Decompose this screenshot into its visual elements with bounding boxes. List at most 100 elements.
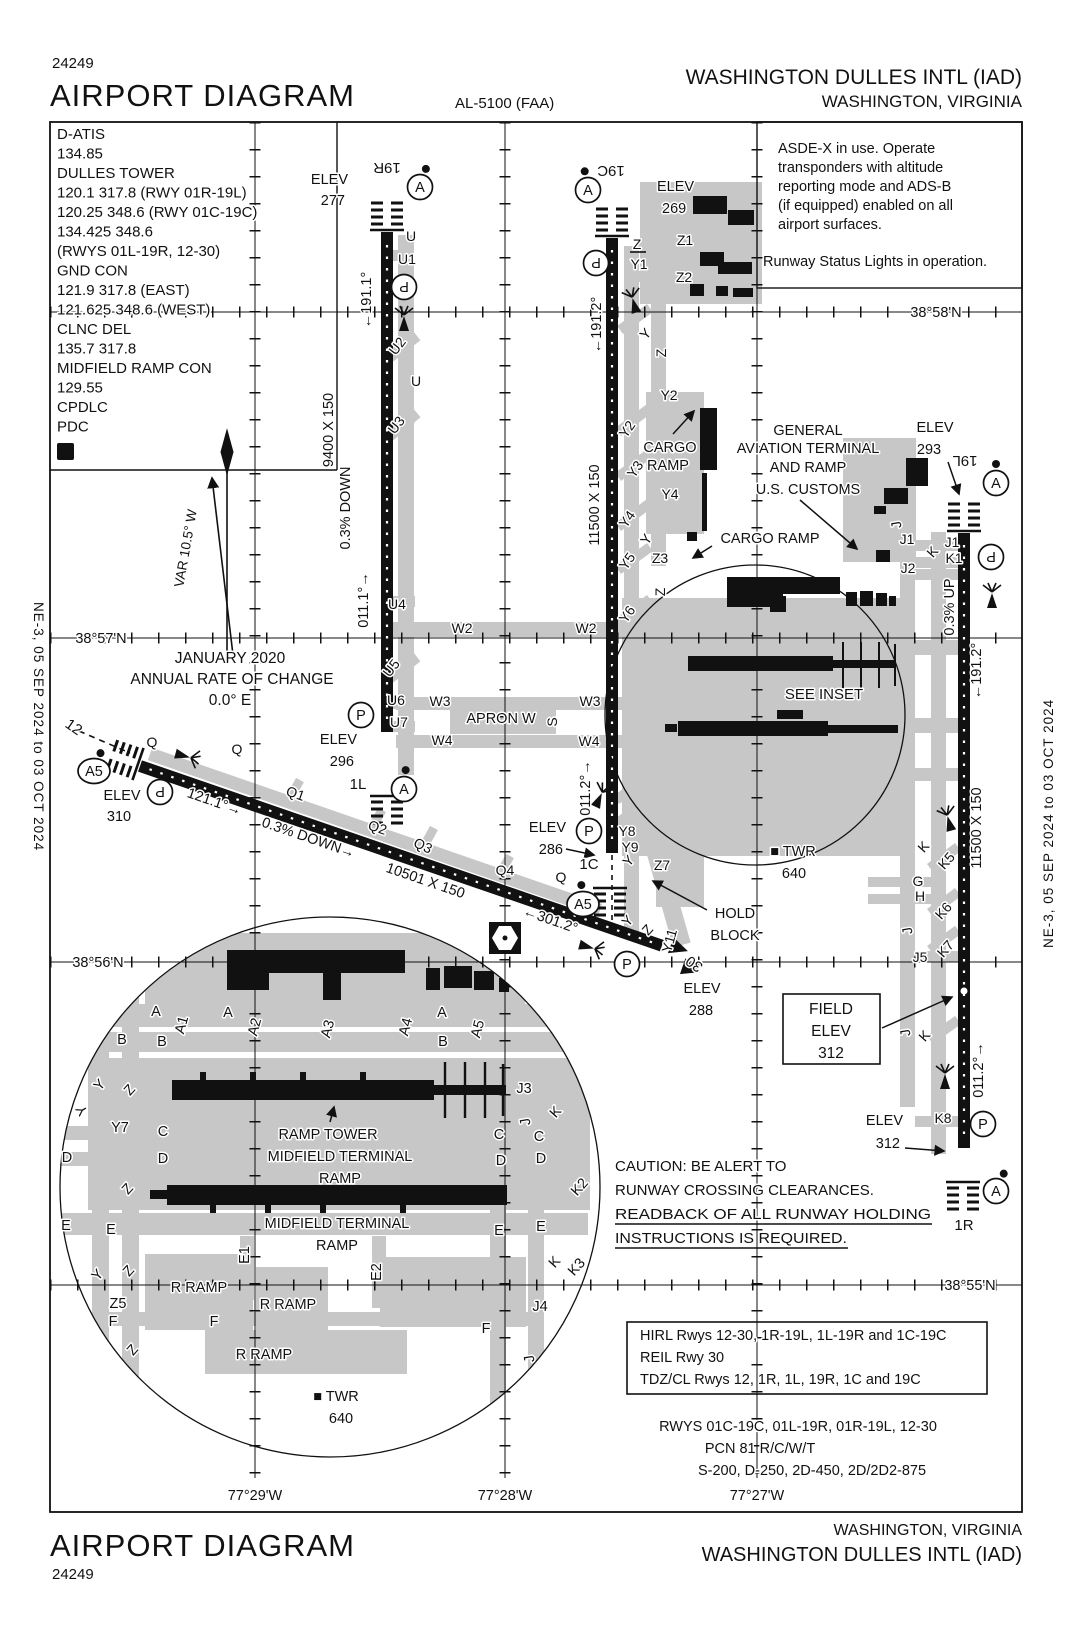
map-label: ←191.1° xyxy=(359,272,375,329)
map-label: CARGO xyxy=(643,440,696,456)
svg-text:P: P xyxy=(155,783,165,799)
runway-01l-19r xyxy=(368,201,406,825)
map-label: TDZ/CL Rwys 12, 1R, 1L, 19R, 1C and 19C xyxy=(640,1372,921,1388)
map-label: GND CON xyxy=(57,263,128,280)
map-label: D xyxy=(61,445,71,460)
map-label: 0.3% UP xyxy=(942,578,958,635)
circled-symbol-P: P xyxy=(582,249,610,277)
map-label: transponders with altitude xyxy=(778,160,943,176)
map-label: U.S. CUSTOMS xyxy=(756,482,860,498)
inset-buildings xyxy=(150,950,509,1213)
left-margin-edition-date: NE-3, 05 SEP 2024 to 03 OCT 2024 xyxy=(31,602,46,852)
map-label: ELEV xyxy=(311,172,348,188)
map-label: 269 xyxy=(662,201,686,217)
circled-symbol-P: P xyxy=(146,778,174,806)
chart-frame xyxy=(49,121,1023,1513)
map-label: Q xyxy=(556,869,567,885)
map-label: E xyxy=(61,1218,71,1234)
circled-symbol-A: A xyxy=(982,1169,1010,1205)
map-label: APRON W xyxy=(466,711,536,727)
svg-text:P: P xyxy=(978,1117,988,1133)
map-label: MIDFIELD TERMINAL xyxy=(268,1149,413,1165)
map-label: G xyxy=(913,873,924,889)
map-label: W4 xyxy=(579,733,600,749)
map-label: S xyxy=(544,717,560,726)
map-label: VAR 10.5° W xyxy=(171,508,199,588)
map-label: 120.25 348.6 (RWY 01C-19C) xyxy=(57,204,257,221)
map-label: PCN 81 R/C/W/T xyxy=(705,1441,816,1457)
map-label: W3 xyxy=(430,693,451,709)
map-label: 134.425 348.6 xyxy=(57,224,153,241)
map-label: U4 xyxy=(388,596,406,612)
map-label: 135.7 317.8 xyxy=(57,341,136,358)
map-label: HIRL Rwys 12-30, 1R-19L, 1L-19R and 1C-1… xyxy=(640,1328,947,1344)
map-label: 1R xyxy=(954,1217,973,1234)
map-label: C xyxy=(158,1124,168,1140)
runway-01c-19c xyxy=(591,207,631,926)
graticule xyxy=(50,122,1022,1478)
map-label: F xyxy=(109,1314,118,1330)
map-label: C xyxy=(494,1127,504,1143)
map-label: RAMP xyxy=(316,1238,358,1254)
svg-text:A: A xyxy=(415,180,425,196)
map-label: Z2 xyxy=(676,269,693,285)
north-arrows xyxy=(207,428,234,656)
map-label: 011.2°→ xyxy=(578,760,594,816)
circled-symbol-P: P xyxy=(390,273,418,301)
map-label: airport surfaces. xyxy=(778,217,882,233)
svg-text:P: P xyxy=(356,708,366,724)
map-label: A1 xyxy=(172,1014,192,1035)
map-label: 19L xyxy=(952,452,977,469)
map-label: D xyxy=(496,1153,506,1169)
map-label: D xyxy=(62,1150,72,1166)
map-label: K1 xyxy=(945,550,962,566)
map-label: 77°29'W xyxy=(228,1488,283,1504)
circled-symbol-P: P xyxy=(575,817,603,845)
map-label: W4 xyxy=(432,732,453,748)
datis-icon xyxy=(57,443,74,460)
header-procedure-id: AL-5100 (FAA) xyxy=(455,95,555,112)
header-airport-name: WASHINGTON DULLES INTL (IAD) xyxy=(685,66,1022,89)
svg-text:P: P xyxy=(399,278,409,294)
circled-symbol-A: A xyxy=(390,766,418,803)
map-label: Q xyxy=(147,734,158,750)
map-label: K xyxy=(546,1253,565,1271)
inset-circle xyxy=(59,916,601,1458)
map-label: Z xyxy=(653,348,669,357)
map-label: R RAMP xyxy=(260,1297,316,1313)
map-label: 134.85 xyxy=(57,146,103,163)
annotation-arrows xyxy=(326,409,962,1156)
map-label: R RAMP xyxy=(171,1280,227,1296)
map-label: PDC xyxy=(57,419,89,436)
map-label: (if equipped) enabled on all xyxy=(778,198,953,214)
footer-chart-number: 24249 xyxy=(52,1566,94,1583)
map-label: ASDE-X in use. Operate xyxy=(778,141,935,157)
map-label: 011.1°→ xyxy=(356,572,372,628)
map-label: FIELD xyxy=(809,1001,853,1018)
map-label: 286 xyxy=(539,842,563,858)
map-label: E xyxy=(106,1222,116,1238)
runway-01r-19l xyxy=(944,502,983,1211)
map-label: Y1 xyxy=(630,256,647,272)
map-label: Z xyxy=(652,587,668,596)
map-label: A4 xyxy=(396,1016,416,1037)
map-label: K xyxy=(914,837,933,855)
map-label: 121.9 317.8 (EAST) xyxy=(57,282,190,299)
map-label: D xyxy=(536,1151,546,1167)
map-label: CAUTION: BE ALERT TO xyxy=(615,1158,786,1175)
map-label: 293 xyxy=(917,442,941,458)
map-label: 38°56'N xyxy=(72,955,123,971)
header-chart-number: 24249 xyxy=(52,55,94,72)
circled-symbol-P: P xyxy=(613,950,641,978)
map-label: 296 xyxy=(330,754,354,770)
map-label: 12 xyxy=(62,716,85,739)
see-inset-circle xyxy=(604,564,906,866)
map-label: INSTRUCTIONS IS REQUIRED. xyxy=(615,1230,847,1247)
map-label: ELEV xyxy=(320,732,357,748)
map-label: J3 xyxy=(516,1081,531,1097)
svg-text:P: P xyxy=(591,254,601,270)
map-label: Z5 xyxy=(110,1296,127,1312)
map-label: 11500 X 150 xyxy=(969,787,985,868)
